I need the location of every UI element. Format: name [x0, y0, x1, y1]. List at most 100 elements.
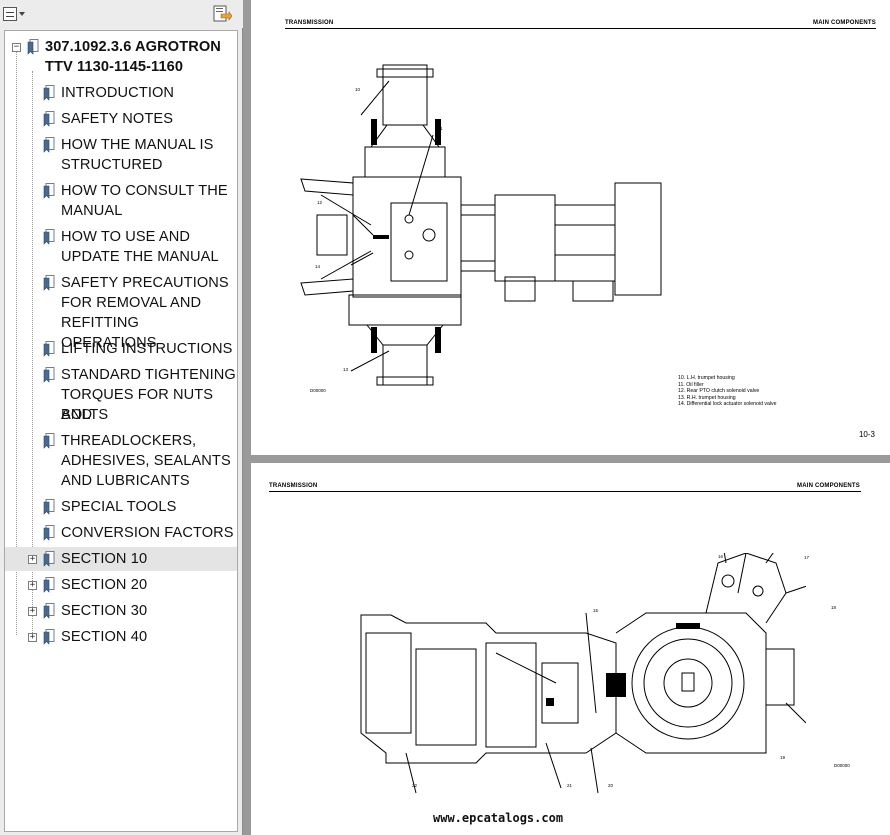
- bookmark-icon: [43, 85, 55, 101]
- bookmark-label: SAFETY PRECAUTIONS: [61, 275, 229, 291]
- bookmark-icon: [43, 499, 55, 515]
- bookmark-icon: [43, 183, 55, 199]
- callout-17: 17: [804, 555, 810, 560]
- callout-21: 21: [567, 783, 573, 788]
- callout-19: 19: [780, 755, 786, 760]
- bookmark-safety-precautions[interactable]: SAFETY PRECAUTIONS FOR REMOVAL AND REFITTI…: [5, 271, 237, 351]
- bookmark-label: FOR REMOVAL AND: [61, 295, 202, 311]
- bookmark-introduction[interactable]: INTRODUCTION: [5, 81, 237, 105]
- page-header-right: MAIN COMPONENTS: [813, 20, 876, 26]
- bookmark-icon: [43, 433, 55, 449]
- expand-bookmark-button[interactable]: [212, 5, 233, 23]
- bookmark-icon: [43, 229, 55, 245]
- callout-20: 20: [608, 783, 614, 788]
- expand-toggle-icon[interactable]: +: [28, 606, 37, 616]
- bookmark-icon: [43, 525, 55, 541]
- bookmark-section-10[interactable]: + SECTION 10: [5, 547, 237, 571]
- figure-code: D00000: [834, 763, 850, 768]
- bookmark-icon: [43, 603, 55, 619]
- bookmark-label: THREADLOCKERS,: [61, 433, 197, 449]
- bookmark-icon: [43, 137, 55, 153]
- expand-bookmark-icon: [213, 5, 233, 22]
- bookmark-label: LIFTING INSTRUCTIONS: [61, 341, 233, 357]
- legend-item: 14. Differential lock actuator solenoid …: [678, 401, 777, 408]
- bookmark-root[interactable]: − 307.1092.3.6 AGROTRON TTV 1130-1145-1160: [5, 35, 237, 79]
- page-header-right: MAIN COMPONENTS: [797, 483, 860, 489]
- bookmark-icon: [43, 551, 55, 567]
- callout-13: 13: [343, 367, 349, 372]
- bookmark-label: TTV 1130-1145-1160: [45, 59, 184, 75]
- bookmark-icon: [43, 629, 55, 645]
- transmission-top-view-drawing: [300, 64, 662, 386]
- watermark: www.epcatalogs.com: [433, 811, 564, 825]
- bookmark-label: INTRODUCTION: [61, 85, 175, 101]
- legend-item: 11. Oil filler: [678, 381, 704, 388]
- legend-item: 12. Rear PTO clutch solenoid valve: [678, 388, 760, 395]
- expand-toggle-icon[interactable]: +: [28, 554, 37, 564]
- bookmark-section-40[interactable]: + SECTION 40: [5, 625, 237, 649]
- bookmark-conversion-factors[interactable]: CONVERSION FACTORS: [5, 521, 237, 545]
- bookmark-special-tools[interactable]: SPECIAL TOOLS: [5, 495, 237, 519]
- bookmarks-panel: − 307.1092.3.6 AGROTRON TTV 1130-1145-1160…: [0, 0, 243, 835]
- callout-14: 14: [315, 264, 321, 269]
- bookmark-label: BOLTS: [61, 407, 109, 423]
- figure-code: D00000: [310, 388, 326, 393]
- bookmark-icon: [43, 275, 55, 291]
- bookmark-label: SECTION 10: [61, 551, 148, 567]
- callout-12: 12: [317, 200, 323, 205]
- bookmark-label: UPDATE THE MANUAL: [61, 249, 219, 265]
- callout-22: 22: [412, 783, 418, 788]
- header-rule: [285, 28, 876, 29]
- bookmark-icon: [43, 577, 55, 593]
- chevron-down-icon: [19, 12, 25, 16]
- list-options-icon: [3, 7, 17, 21]
- bookmark-label: REFITTING OPERATIONS: [61, 315, 157, 351]
- legend-item: 10. L.H. trumpet housing: [678, 375, 735, 381]
- page-10-3: TRANSMISSION MAIN COMPONENTS: [251, 0, 890, 455]
- bookmarks-tree[interactable]: − 307.1092.3.6 AGROTRON TTV 1130-1145-1160…: [4, 30, 238, 832]
- figure-legend: 10. L.H. trumpet housing 11. Oil filler …: [678, 375, 777, 408]
- bookmark-label: SECTION 20: [61, 577, 148, 593]
- bookmark-lifting-instructions[interactable]: LIFTING INSTRUCTIONS: [5, 337, 237, 361]
- document-view[interactable]: TRANSMISSION MAIN COMPONENTS: [244, 0, 890, 835]
- header-rule: [269, 491, 861, 492]
- callout-18: 18: [831, 605, 837, 610]
- bookmarks-toolbar: [0, 0, 243, 28]
- bookmark-section-20[interactable]: + SECTION 20: [5, 573, 237, 597]
- bookmark-label: STANDARD TIGHTENING: [61, 367, 236, 383]
- bookmark-threadlockers[interactable]: THREADLOCKERS, ADHESIVES, SEALANTS AND LUB…: [5, 429, 237, 493]
- page-number: 10-3: [858, 430, 875, 439]
- collapse-toggle-icon[interactable]: −: [12, 42, 21, 52]
- bookmark-safety-notes[interactable]: SAFETY NOTES: [5, 107, 237, 131]
- bookmark-label: SECTION 30: [61, 603, 148, 619]
- callout-16: 16: [718, 554, 724, 559]
- bookmark-label: ADHESIVES, SEALANTS: [61, 453, 231, 469]
- page-header-left: TRANSMISSION: [285, 20, 334, 26]
- bookmark-label: TORQUES FOR NUTS AND: [61, 387, 214, 423]
- expand-toggle-icon[interactable]: +: [28, 580, 37, 590]
- bookmark-label: SECTION 40: [61, 629, 148, 645]
- legend-item: 13. R.H. trumpet housing: [678, 394, 736, 401]
- bookmark-icon: [43, 111, 55, 127]
- bookmark-icon: [43, 341, 55, 357]
- bookmark-label: SPECIAL TOOLS: [61, 499, 177, 515]
- bookmark-how-to-use-update[interactable]: HOW TO USE AND UPDATE THE MANUAL: [5, 225, 237, 269]
- bookmark-icon: [27, 39, 39, 55]
- bookmark-options-button[interactable]: [3, 5, 29, 23]
- bookmark-label: AND LUBRICANTS: [61, 473, 190, 489]
- bookmark-label: STRUCTURED: [61, 157, 163, 173]
- callout-15: 15: [593, 608, 599, 613]
- bookmark-label: SAFETY NOTES: [61, 111, 174, 127]
- bookmark-section-30[interactable]: + SECTION 30: [5, 599, 237, 623]
- bookmark-icon: [43, 367, 55, 383]
- bookmark-label: HOW TO CONSULT THE: [61, 183, 228, 199]
- callout-10: 10: [355, 87, 361, 92]
- bookmark-label: HOW TO USE AND: [61, 229, 190, 245]
- expand-toggle-icon[interactable]: +: [28, 632, 37, 642]
- bookmark-label: 307.1092.3.6 AGROTRON: [45, 39, 221, 55]
- transmission-side-view-drawing: [360, 553, 806, 794]
